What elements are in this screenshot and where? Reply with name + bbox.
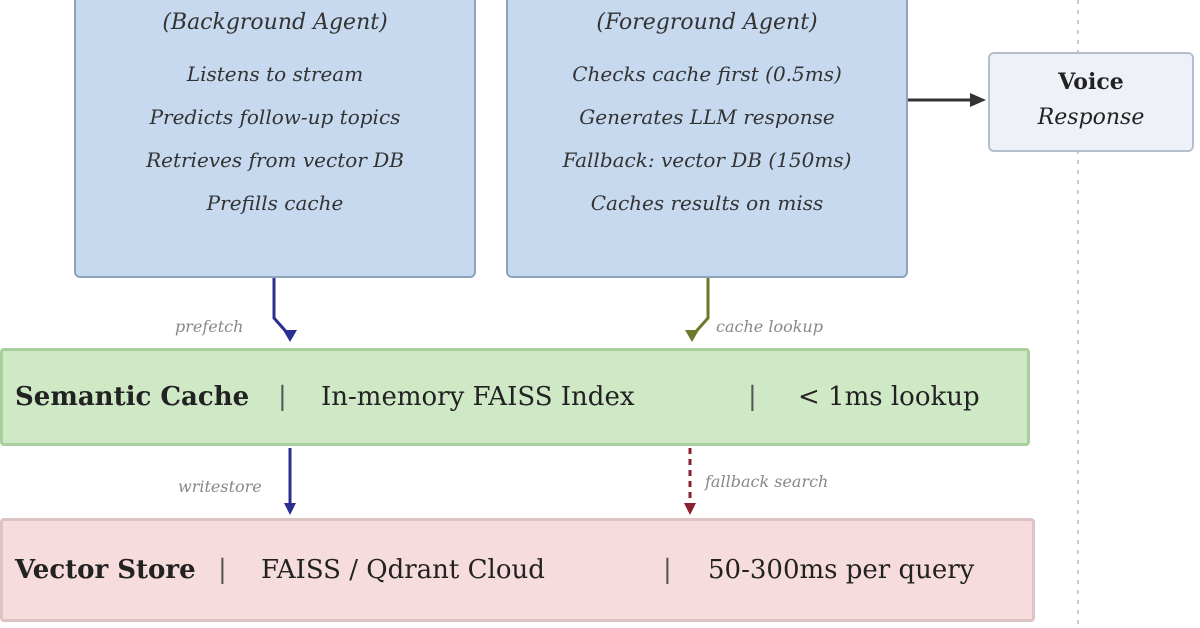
vector-store-band: Vector Store | FAISS / Qdrant Cloud | 50… [0, 518, 1035, 622]
prefetch-arrowhead [283, 330, 297, 342]
background-agent-step: Retrieves from vector DB [146, 148, 404, 172]
foreground-agent-step: Caches results on miss [590, 191, 824, 215]
voice-response-line2: Response [1037, 105, 1145, 130]
semantic-cache-index: In-memory FAISS Index [321, 382, 635, 412]
background-agent-box: (Background Agent) Listens to stream Pre… [74, 0, 476, 278]
separator: | [663, 555, 672, 585]
voice-response-line1: Voice [1058, 69, 1124, 95]
background-agent-title: (Background Agent) [162, 10, 388, 35]
semantic-cache-latency: < 1ms lookup [798, 382, 980, 412]
fallback-arrowhead [684, 503, 696, 515]
voice-response-box: Voice Response [988, 52, 1194, 152]
separator: | [278, 382, 287, 412]
cache-lookup-label: cache lookup [716, 317, 823, 336]
vector-store-backend: FAISS / Qdrant Cloud [261, 555, 545, 585]
response-arrowhead [970, 93, 986, 107]
background-agent-step: Prefills cache [206, 191, 344, 215]
writeback-label: writestore [178, 477, 262, 496]
vector-store-latency: 50-300ms per query [708, 555, 975, 585]
separator: | [748, 382, 757, 412]
cache-lookup-arrow [690, 278, 710, 337]
foreground-agent-box: (Foreground Agent) Checks cache first (0… [506, 0, 908, 278]
semantic-cache-band: Semantic Cache | In-memory FAISS Index |… [0, 348, 1030, 446]
foreground-agent-step: Fallback: vector DB (150ms) [562, 148, 852, 172]
background-agent-step: Predicts follow-up topics [149, 105, 401, 129]
foreground-agent-step: Checks cache first (0.5ms) [572, 62, 842, 86]
vector-store-name: Vector Store [15, 555, 196, 585]
separator: | [218, 555, 227, 585]
cache-lookup-arrowhead [685, 330, 699, 342]
prefetch-label: prefetch [175, 317, 244, 336]
writeback-arrowhead [284, 503, 296, 515]
prefetch-arrow [272, 278, 292, 337]
fallback-label: fallback search [705, 472, 829, 491]
foreground-agent-title: (Foreground Agent) [596, 10, 818, 35]
foreground-agent-step: Generates LLM response [579, 105, 835, 129]
background-agent-step: Listens to stream [186, 62, 364, 86]
semantic-cache-name: Semantic Cache [15, 382, 250, 412]
